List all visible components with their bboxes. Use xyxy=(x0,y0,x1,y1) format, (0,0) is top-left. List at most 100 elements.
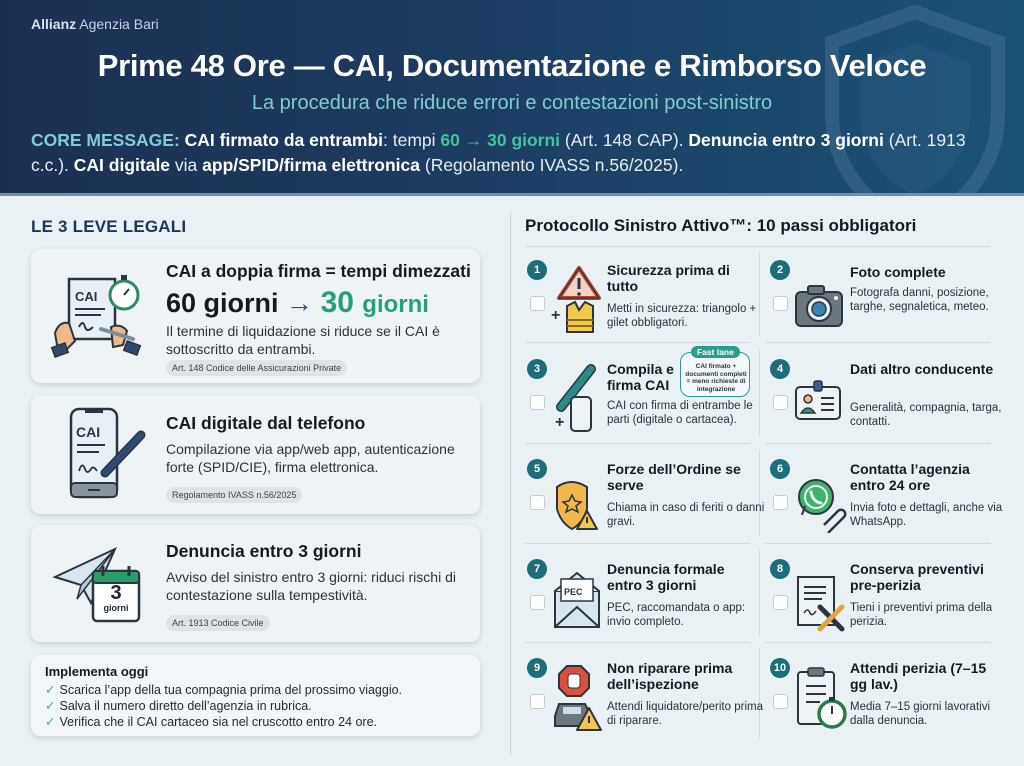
core-green: 60 → 30 giorni xyxy=(440,130,561,150)
svg-text:CAI: CAI xyxy=(75,289,97,304)
divider xyxy=(765,543,991,544)
stop-hand-car-icon xyxy=(554,665,602,731)
step-title: Compila e firma CAI xyxy=(607,361,674,393)
step-checkbox[interactable] xyxy=(530,395,545,410)
step-6: 6 Contatta l’agenzia entro 24 ore Invia … xyxy=(770,455,1002,551)
legal-reference-badge: Art. 148 Codice delle Assicurazioni Priv… xyxy=(166,360,348,376)
core-bold-2: Denuncia entro 3 giorni xyxy=(688,130,884,150)
step-checkbox[interactable] xyxy=(773,595,788,610)
legal-reference-badge: Art. 1913 Codice Civile xyxy=(166,615,270,631)
checkmark-icon: ✓ xyxy=(45,683,56,697)
step-3: 3 + Compila e firma CAI CAI con firma di… xyxy=(527,355,757,451)
card-text: Il termine di liquidazione si riduce se … xyxy=(166,323,440,357)
pen-phone-icon: + xyxy=(555,364,596,432)
step-description: Attendi liquidatore/perito prima di ripa… xyxy=(607,701,763,727)
step-checkbox[interactable] xyxy=(773,495,788,510)
divider xyxy=(765,443,991,444)
step-title: Denuncia formale entro 3 giorni xyxy=(607,561,725,593)
step-2: 2 Foto complete Fotografa danni, posizio… xyxy=(770,256,1000,352)
brand-agency: Agenzia Bari xyxy=(79,16,159,32)
step-description: Metti in sicurezza: triangolo + gilet ob… xyxy=(607,303,757,329)
step-title: Contatta l’agenzia entro 24 ore xyxy=(850,461,970,493)
step-checkbox[interactable] xyxy=(530,595,545,610)
step-number-badge: 4 xyxy=(770,359,790,379)
left-section-title: LE 3 LEVE LEGALI xyxy=(31,217,187,236)
divider xyxy=(765,342,991,343)
clipboard-stopwatch-icon xyxy=(797,667,847,729)
page-subtitle: La procedura che riduce errori e contest… xyxy=(251,92,773,114)
header-banner: Allianz Agenzia Bari Prime 48 Ore — CAI,… xyxy=(0,0,1024,196)
id-badge-icon xyxy=(795,380,841,420)
divider xyxy=(759,252,760,336)
column-divider xyxy=(510,212,511,755)
step-10: 10 Attendi perizia (7–15 gg lav.) Media … xyxy=(770,654,1000,750)
step-title: Foto complete xyxy=(850,264,946,280)
divider xyxy=(525,246,991,247)
core-bold-3: CAI digitale xyxy=(73,155,171,175)
implement-item: ✓Scarica l’app della tua compagnia prima… xyxy=(45,682,402,698)
signed-document-stopwatch-icon: CAI xyxy=(50,275,142,359)
fast-lane-text: CAI firmato + documenti completi = meno … xyxy=(685,363,747,393)
days-to-number: 30 xyxy=(320,286,354,319)
implement-item-text: Verifica che il CAI cartaceo sia nel cru… xyxy=(59,715,378,729)
svg-text:+: + xyxy=(555,414,564,431)
card-title: CAI digitale dal telefono xyxy=(166,413,366,433)
step-number-badge: 2 xyxy=(770,260,790,280)
implement-item-text: Salva il numero diretto dell’agenzia in … xyxy=(59,699,312,713)
step-description: Tieni i preventivi prima della perizia. xyxy=(850,602,993,628)
step-number-badge: 9 xyxy=(527,658,547,678)
step-title: Conserva preventivi pre-perizia xyxy=(850,561,984,593)
step-8: 8 Conserva preventivi pre-perizia Tieni … xyxy=(770,555,1000,651)
step-checkbox[interactable] xyxy=(530,495,545,510)
step-checkbox[interactable] xyxy=(530,296,545,311)
days-to-unit: giorni xyxy=(362,291,429,318)
step-checkbox[interactable] xyxy=(773,296,788,311)
implement-item: ✓Verifica che il CAI cartaceo sia nel cr… xyxy=(45,714,402,730)
page-title: Prime 48 Ore — CAI, Documentazione e Rim… xyxy=(97,48,927,83)
checkmark-icon: ✓ xyxy=(45,715,56,729)
pec-envelope-icon: PEC xyxy=(554,571,600,628)
step-1: 1 + Sicurezza prima di tutto Metti in si… xyxy=(527,256,757,352)
step-number-badge: 7 xyxy=(527,559,547,579)
card-text: Compilazione via app/web app, autenticaz… xyxy=(166,441,455,475)
step-description: Fotografa danni, posizione, targhe, segn… xyxy=(850,287,989,313)
days-from: 60 giorni xyxy=(166,288,279,318)
step-checkbox[interactable] xyxy=(530,694,545,709)
step-description: Invia foto e dettagli, anche via WhatsAp… xyxy=(850,502,1003,528)
camera-icon xyxy=(795,285,843,327)
divider xyxy=(525,342,750,343)
step-title: Dati altro conducente xyxy=(850,361,994,377)
step-checkbox[interactable] xyxy=(773,395,788,410)
shield-watermark-icon xyxy=(825,4,1005,196)
legal-reference-badge: Regolamento IVASS n.56/2025 xyxy=(166,487,303,503)
step-number-badge: 10 xyxy=(770,658,790,678)
svg-text:+: + xyxy=(551,307,560,324)
phone-cai-pen-icon: CAI xyxy=(69,407,146,499)
step-number-badge: 8 xyxy=(770,559,790,579)
step-checkbox[interactable] xyxy=(773,694,788,709)
implement-today-box: Implementa oggi ✓Scarica l’app della tua… xyxy=(31,655,480,736)
core-bold-1: CAI firmato da entrambi xyxy=(184,130,384,150)
implement-item: ✓Salva il numero diretto dell’agenzia in… xyxy=(45,698,402,714)
fast-lane-tag: Fast lane xyxy=(691,346,740,358)
step-5: 5 Forze dell’Ordine se serve Chiama in c… xyxy=(527,455,764,551)
core-text-3: via xyxy=(170,155,203,175)
days-to: 30 giorni xyxy=(321,286,429,319)
checkmark-icon: ✓ xyxy=(45,699,56,713)
core-text-1: : tempi xyxy=(383,130,441,150)
police-badge-icon xyxy=(556,481,598,531)
paper-plane-calendar-icon xyxy=(52,546,141,623)
implement-title: Implementa oggi xyxy=(45,664,149,679)
step-title: Sicurezza prima di tutto xyxy=(607,262,730,294)
fast-lane-callout: Fast lane CAI firmato + documenti comple… xyxy=(680,346,750,397)
implement-list: ✓Scarica l’app della tua compagnia prima… xyxy=(45,682,402,730)
arrow-right-icon: → xyxy=(286,288,314,318)
card-title: CAI a doppia firma = tempi dimezzati xyxy=(166,261,471,281)
card-text: Avviso del sinistro entro 3 giorni: ridu… xyxy=(166,569,456,603)
receipt-tools-icon xyxy=(797,576,845,632)
step-description: Media 7–15 giorni lavorativi dalla denun… xyxy=(850,701,990,727)
divider xyxy=(759,550,760,636)
divider xyxy=(759,350,760,436)
card-title: Denuncia entro 3 giorni xyxy=(166,541,362,561)
brand-label: Allianz Agenzia Bari xyxy=(31,16,159,32)
